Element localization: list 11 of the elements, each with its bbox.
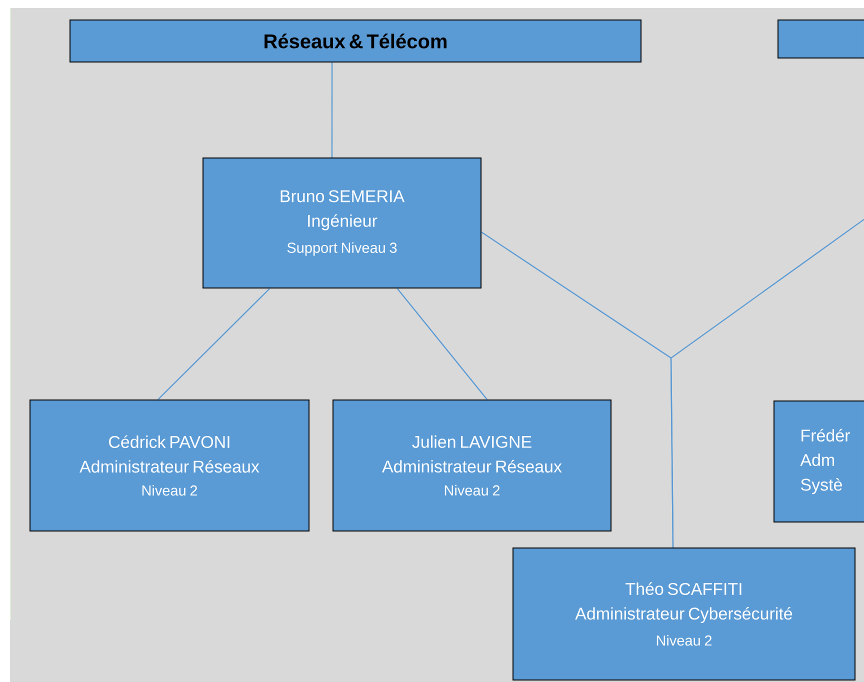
- person-box: Frédér Adm Systè: [774, 400, 864, 522]
- person-box: Julien LAVIGNE Administrateur Réseaux Niveau 2: [332, 400, 612, 532]
- person-box: Cédrick PAVONI Administrateur Réseaux Niveau 2: [30, 400, 310, 532]
- connector-line: [670, 218, 864, 548]
- connector-line: [396, 288, 488, 400]
- person-box: Bruno SEMERIA Ingénieur Support Niveau 3: [202, 158, 482, 288]
- banner-box: [778, 20, 864, 58]
- person-box: Théo SCAFFITI Administrateur Cybersécurité Niveau 2: [512, 548, 856, 680]
- department-banner: Réseaux & Télécom: [70, 20, 642, 62]
- connector-line: [158, 288, 270, 400]
- connector-line: [331, 62, 333, 158]
